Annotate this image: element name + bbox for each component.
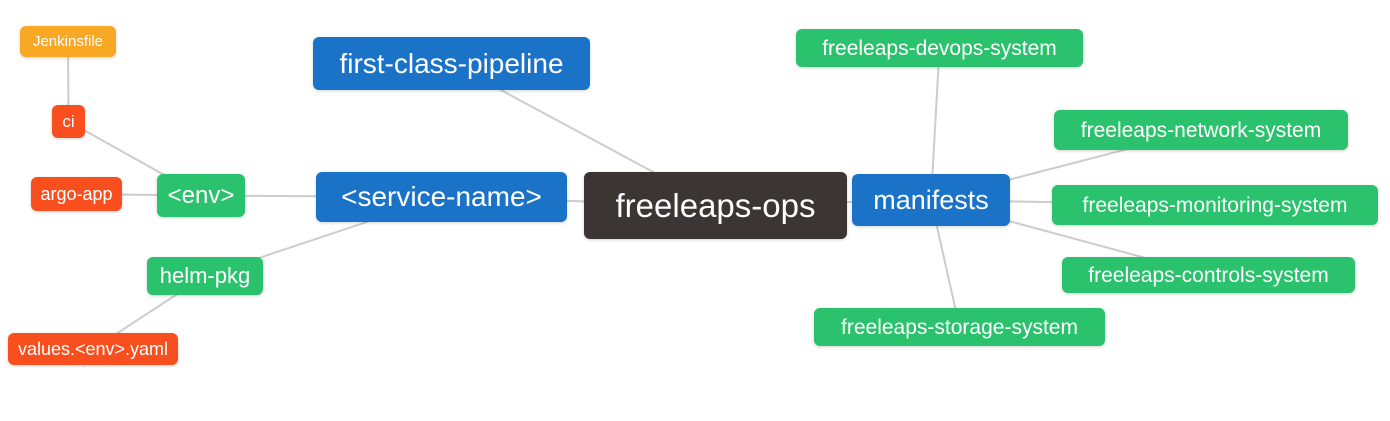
node-label: freeleaps-devops-system — [822, 36, 1057, 60]
node-first-class-pipeline[interactable]: first-class-pipeline — [313, 37, 590, 90]
node-label: argo-app — [40, 184, 113, 204]
node-network-system[interactable]: freeleaps-network-system — [1054, 110, 1348, 150]
node-label: freeleaps-ops — [615, 187, 816, 224]
node-helm-pkg[interactable]: helm-pkg — [147, 257, 263, 295]
node-controls-system[interactable]: freeleaps-controls-system — [1062, 257, 1355, 293]
node-label: <env> — [167, 181, 235, 209]
node-monitoring-system[interactable]: freeleaps-monitoring-system — [1052, 185, 1378, 225]
node-manifests[interactable]: manifests — [852, 174, 1010, 226]
node-jenkinsfile[interactable]: Jenkinsfile — [20, 26, 116, 57]
node-argo-app[interactable]: argo-app — [31, 177, 122, 211]
node-label: freeleaps-controls-system — [1088, 263, 1329, 287]
node-values-env-yaml[interactable]: values.<env>.yaml — [8, 333, 178, 365]
node-label: <service-name> — [341, 181, 542, 212]
node-storage-system[interactable]: freeleaps-storage-system — [814, 308, 1105, 346]
node-label: Jenkinsfile — [32, 33, 104, 50]
node-env[interactable]: <env> — [157, 174, 245, 217]
node-label: freeleaps-monitoring-system — [1082, 193, 1348, 217]
node-service-name[interactable]: <service-name> — [316, 172, 567, 222]
node-ci[interactable]: ci — [52, 105, 85, 138]
node-devops-system[interactable]: freeleaps-devops-system — [796, 29, 1083, 67]
node-label: manifests — [873, 184, 989, 215]
node-label: ci — [62, 112, 75, 131]
node-label: freeleaps-storage-system — [841, 315, 1078, 339]
node-label: first-class-pipeline — [339, 47, 564, 79]
node-label: helm-pkg — [159, 263, 251, 288]
node-freeleaps-ops[interactable]: freeleaps-ops — [584, 172, 847, 239]
node-label: freeleaps-network-system — [1080, 118, 1322, 142]
node-label: values.<env>.yaml — [17, 339, 169, 359]
